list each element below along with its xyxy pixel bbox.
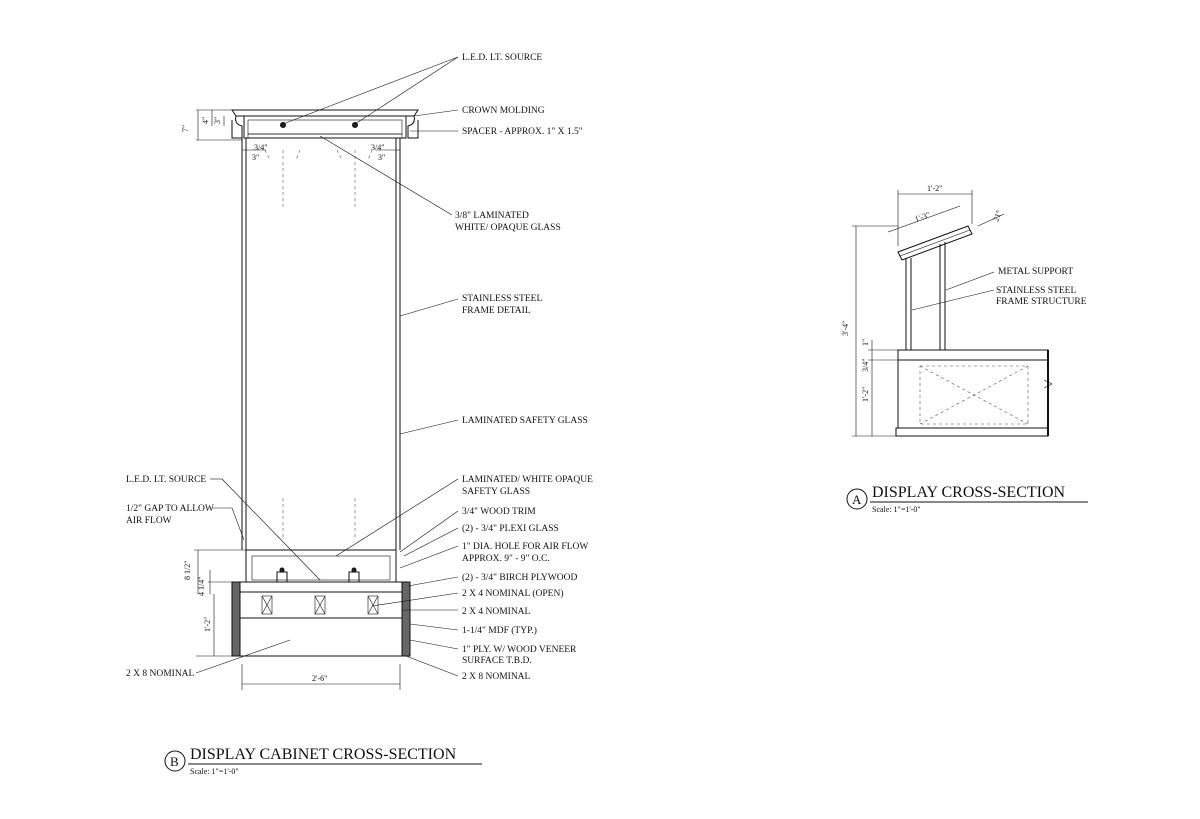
label-2x8-left: 2 X 8 NOMINAL bbox=[126, 669, 195, 679]
stainless-frame bbox=[241, 138, 401, 550]
top-opaque-glass bbox=[247, 133, 403, 139]
title-a: DISPLAY CROSS-SECTION bbox=[872, 484, 1066, 501]
label-crown-molding: CROWN MOLDING bbox=[462, 106, 545, 116]
dim-8-half: 8 1/2" bbox=[183, 561, 192, 581]
label-wood-trim: 3/4" WOOD TRIM bbox=[462, 507, 536, 517]
dim-a-top-width: 1'-2" bbox=[927, 184, 942, 193]
dim-3-right: 3" bbox=[378, 153, 385, 162]
label-spacer: SPACER - APPROX. 1" X 1.5" bbox=[462, 127, 583, 137]
scale-b: Scale: 1"=1'-0" bbox=[190, 767, 239, 776]
label-mdf: 1-1/4" MDF (TYP.) bbox=[462, 625, 537, 636]
dim-7: 7" bbox=[181, 125, 190, 132]
dim-a-34: 3/4" bbox=[861, 359, 870, 373]
leader-lines-left bbox=[195, 478, 321, 674]
label-a-frame-2: FRAME STRUCTURE bbox=[996, 297, 1087, 307]
top-left-dimensions: 7" 4" 3" 3/4" 3" 3/4" 3" bbox=[181, 109, 400, 162]
label-frame-1: STAINLESS STEEL bbox=[462, 294, 542, 304]
label-led-top: L.E.D. LT. SOURCE bbox=[462, 53, 542, 63]
sloped-top bbox=[897, 225, 973, 261]
dim-34-right: 3/4" bbox=[371, 143, 385, 152]
cabinet-drawing: 2'-6" 7" 4" 3" 3/4" 3" 3/4" 3" bbox=[126, 53, 593, 776]
dim-4-quarter: 4 1/4" bbox=[197, 577, 206, 597]
label-led-bottom: L.E.D. LT. SOURCE bbox=[126, 475, 206, 485]
light-rays bbox=[264, 149, 373, 540]
display-top-dims: 1'-2" 1'-3" 21° bbox=[887, 184, 1005, 246]
metal-support bbox=[905, 242, 946, 350]
label-metal-support: METAL SUPPORT bbox=[998, 267, 1073, 277]
label-plexi: (2) - 3/4" PLEXI GLASS bbox=[462, 523, 559, 534]
label-veneer-1: 1" PLY. W/ WOOD VENEER bbox=[462, 645, 577, 655]
dim-4: 4" bbox=[201, 117, 210, 124]
title-block-b: B DISPLAY CABINET CROSS-SECTION Scale: 1… bbox=[164, 746, 482, 776]
label-nominal: 2 X 4 NOMINAL bbox=[462, 607, 531, 617]
led-source-top bbox=[280, 122, 358, 128]
bottom-light-box bbox=[245, 549, 397, 583]
label-gap-1: 1/2" GAP TO ALLOW bbox=[126, 504, 214, 514]
title-b: DISPLAY CABINET CROSS-SECTION bbox=[190, 746, 457, 763]
label-opaque-1: LAMINATED/ WHITE OPAQUE bbox=[462, 475, 593, 485]
tag-b: B bbox=[170, 754, 179, 769]
label-a-frame-1: STAINLESS STEEL bbox=[996, 286, 1076, 296]
title-block-a: A DISPLAY CROSS-SECTION Scale: 1"=1'-0" bbox=[846, 484, 1088, 514]
dim-3-left: 3" bbox=[252, 153, 259, 162]
dim-a-1: 1" bbox=[861, 339, 870, 346]
leader-lines-right bbox=[282, 56, 459, 677]
label-glass-top-1: 3/8" LAMINATED bbox=[455, 211, 529, 221]
bottom-left-dimensions: 8 1/2" 4 1/4" 1'-2" bbox=[183, 549, 246, 657]
scale-a: Scale: 1"=1'-0" bbox=[872, 505, 921, 514]
dim-a-1-2: 1'-2" bbox=[861, 387, 870, 402]
label-2x8-right: 2 X 8 NOMINAL bbox=[462, 672, 531, 682]
width-dimension: 2'-6" bbox=[241, 664, 401, 690]
label-glass-top-2: WHITE/ OPAQUE GLASS bbox=[455, 223, 561, 233]
label-hole-2: APPROX. 9" - 9" O.C. bbox=[462, 554, 550, 564]
cabinet-base bbox=[231, 581, 411, 657]
dim-34-left: 3/4" bbox=[254, 143, 268, 152]
tag-a: A bbox=[852, 492, 862, 507]
label-nominal-open: 2 X 4 NOMINAL (OPEN) bbox=[462, 588, 564, 599]
label-veneer-2: SURFACE T.B.D. bbox=[462, 656, 532, 666]
label-hole-1: 1" DIA. HOLE FOR AIR FLOW bbox=[462, 542, 588, 552]
label-frame-2: FRAME DETAIL bbox=[462, 306, 531, 316]
dim-a-slope: 1'-3" bbox=[914, 210, 932, 224]
display-left-dims: 3'-4" 1" 3/4" 1'-2" bbox=[841, 225, 898, 437]
display-drawing: 1'-2" 1'-3" 21° 3'-4" 1" 3/4" 1'-2" META… bbox=[841, 184, 1088, 514]
label-birch: (2) - 3/4" BIRCH PLYWOOD bbox=[462, 572, 577, 583]
dim-a-height: 3'-4" bbox=[841, 321, 850, 336]
label-opaque-2: SAFETY GLASS bbox=[462, 487, 530, 497]
display-base bbox=[895, 349, 1053, 437]
dim-3: 3" bbox=[213, 117, 222, 124]
dim-width: 2'-6" bbox=[312, 674, 327, 683]
display-leaders bbox=[911, 271, 995, 311]
dim-a-angle: 21° bbox=[991, 209, 1003, 223]
dim-1-2: 1'-2" bbox=[203, 617, 212, 632]
label-safety-glass: LAMINATED SAFETY GLASS bbox=[462, 416, 588, 426]
label-gap-2: AIR FLOW bbox=[126, 516, 172, 526]
